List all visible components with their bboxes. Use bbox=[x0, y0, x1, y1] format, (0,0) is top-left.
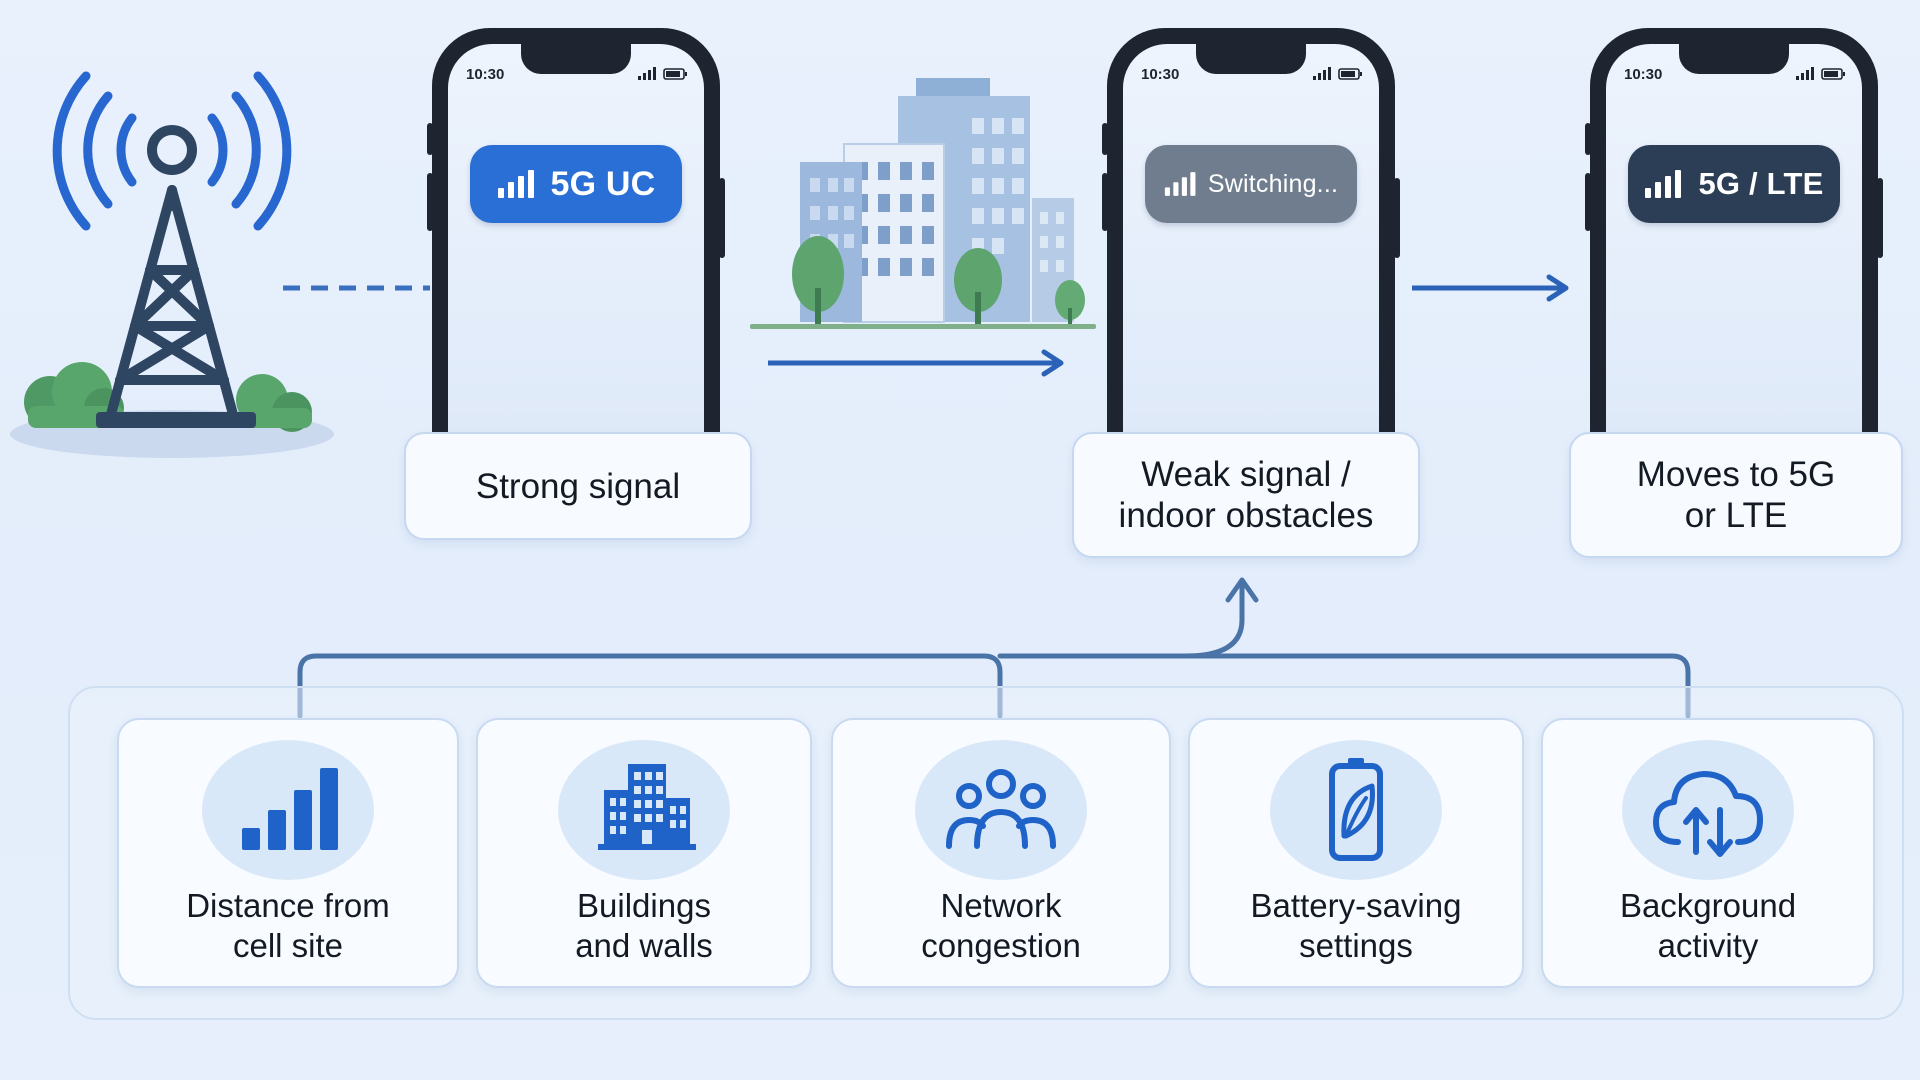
state-label-line1: Weak signal / bbox=[1141, 455, 1351, 494]
state-label-moves-to-5g-lte: Moves to 5G or LTE bbox=[1569, 432, 1903, 558]
state-label-line1: Moves to 5G bbox=[1636, 455, 1836, 494]
factor-label-line2: cell site bbox=[232, 927, 344, 964]
status-time: 10:30 bbox=[1141, 66, 1180, 83]
battery-leaf-icon bbox=[1329, 758, 1383, 861]
factor-label: Network congestion bbox=[833, 886, 1169, 966]
signal-bars-icon bbox=[497, 170, 534, 198]
state-label-line2: or LTE bbox=[1684, 496, 1788, 535]
factor-label-line1: Background bbox=[1619, 887, 1797, 924]
city-buildings-icon bbox=[750, 78, 1096, 329]
status-signal-battery-icon bbox=[1796, 67, 1845, 80]
network-badge-text: Switching... bbox=[1207, 169, 1339, 198]
phone-strong-signal: 10:30 5G UC bbox=[427, 28, 725, 498]
phone-notch bbox=[1679, 44, 1789, 74]
factor-icon-badge bbox=[1622, 740, 1794, 880]
factor-icon-badge bbox=[1270, 740, 1442, 880]
factor-label-line2: activity bbox=[1657, 927, 1759, 964]
state-label-line2: indoor obstacles bbox=[1118, 496, 1374, 535]
cloud-sync-icon bbox=[1653, 771, 1763, 857]
factor-label-line2: congestion bbox=[921, 927, 1081, 964]
factor-background-activity: Background activity bbox=[1541, 718, 1875, 988]
factor-label-line1: Battery-saving bbox=[1250, 887, 1462, 924]
phone-screen: 10:30 Switching... bbox=[1123, 44, 1379, 498]
signal-bars-icon bbox=[1645, 170, 1682, 198]
factor-icon-badge bbox=[915, 740, 1087, 880]
factor-label-line1: Distance from bbox=[186, 887, 390, 924]
status-signal-battery-icon bbox=[1313, 67, 1362, 80]
network-badge-text: 5G UC bbox=[550, 164, 656, 203]
phone-screen: 10:30 5G UC bbox=[448, 44, 704, 498]
status-time: 10:30 bbox=[466, 66, 505, 83]
factor-network-congestion: Network congestion bbox=[831, 718, 1171, 988]
factor-label: Battery-saving settings bbox=[1190, 886, 1522, 966]
factor-label-line1: Buildings bbox=[577, 887, 711, 924]
people-group-icon bbox=[946, 769, 1056, 849]
factor-label-line2: settings bbox=[1299, 927, 1413, 964]
factor-icon-badge bbox=[202, 740, 374, 880]
office-building-icon bbox=[598, 764, 696, 850]
factor-label-line1: Network bbox=[940, 887, 1062, 924]
arrow-to-weak-signal bbox=[768, 349, 1064, 377]
factor-tree-connector bbox=[297, 577, 1691, 719]
network-badge-5g-uc: 5G UC bbox=[470, 145, 682, 223]
network-badge-5g-lte: 5G / LTE bbox=[1628, 145, 1840, 223]
phone-notch bbox=[521, 44, 631, 74]
factor-icon-badge bbox=[558, 740, 730, 880]
phone-weak-signal: 10:30 Switching... bbox=[1102, 28, 1400, 498]
state-label-line1: Strong signal bbox=[475, 466, 681, 506]
phone-notch bbox=[1196, 44, 1306, 74]
network-badge-text: 5G / LTE bbox=[1698, 166, 1824, 201]
phone-5g-lte: 10:30 5G / LTE bbox=[1585, 28, 1883, 498]
factor-distance-from-cell-site: Distance from cell site bbox=[117, 718, 459, 988]
signal-bars-icon bbox=[1164, 172, 1196, 196]
factor-label: Background activity bbox=[1543, 886, 1873, 966]
factor-label-line2: and walls bbox=[575, 927, 713, 964]
factor-label: Distance from cell site bbox=[119, 886, 457, 966]
factor-buildings-and-walls: Buildings and walls bbox=[476, 718, 812, 988]
arrow-to-5g-lte bbox=[1412, 274, 1569, 302]
status-signal-battery-icon bbox=[638, 67, 687, 80]
cell-tower-icon bbox=[10, 71, 334, 458]
factor-battery-saving-settings: Battery-saving settings bbox=[1188, 718, 1524, 988]
factor-label: Buildings and walls bbox=[478, 886, 810, 966]
status-time: 10:30 bbox=[1624, 66, 1663, 83]
signal-strength-icon bbox=[242, 768, 338, 850]
phone-screen: 10:30 5G / LTE bbox=[1606, 44, 1862, 498]
state-label-strong-signal: Strong signal bbox=[404, 432, 752, 540]
state-label-weak-signal: Weak signal / indoor obstacles bbox=[1072, 432, 1420, 558]
network-badge-switching: Switching... bbox=[1145, 145, 1357, 223]
